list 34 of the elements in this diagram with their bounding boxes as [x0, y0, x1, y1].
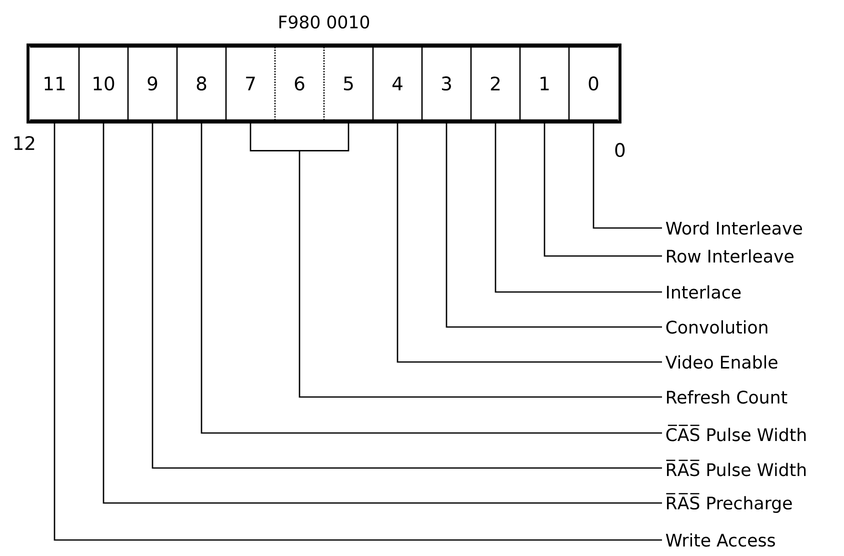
leader-line	[446, 120, 662, 328]
field-label: Video Enable	[665, 355, 778, 369]
leader-line	[200, 120, 662, 434]
field-label: Word Interleave	[666, 221, 802, 235]
bit-range-number: 0	[615, 142, 625, 158]
leader-line	[592, 120, 662, 229]
bit-cell: 3	[421, 46, 472, 121]
bit-cell: 7	[225, 46, 276, 121]
leader-line	[152, 120, 662, 469]
bit-cell: 9	[127, 46, 178, 121]
field-label: C̅A̅S̅ Pulse Width	[666, 424, 806, 442]
bit-cell: 2	[470, 46, 521, 121]
leader-line	[54, 120, 662, 541]
bit-cell: 4	[372, 46, 423, 121]
field-label: Refresh Count	[667, 390, 788, 404]
field-label: R̅A̅S̅ Precharge	[666, 493, 792, 513]
bit-range-number: 12	[14, 136, 34, 150]
bit-cell: 10	[78, 46, 129, 121]
bit-cell: 11	[29, 46, 80, 121]
bit-cell: 1	[519, 46, 570, 121]
field-label: Row Interleave	[667, 249, 794, 263]
field-label: Write Access	[666, 533, 775, 547]
field-label: Convolution	[666, 320, 768, 334]
bit-cell: 8	[176, 46, 227, 121]
leader-line	[544, 120, 662, 257]
leader-line	[102, 120, 662, 504]
bit-cell: 0	[568, 46, 619, 121]
field-label: R̅A̅S̅ Pulse Width	[666, 460, 806, 476]
register-address: F980 0010	[279, 15, 370, 29]
leader-line	[494, 120, 662, 293]
leader-line	[396, 120, 662, 363]
field-label: Interlace	[667, 285, 741, 299]
bit-cell: 6	[274, 46, 325, 121]
bit-cell: 5	[323, 46, 374, 121]
